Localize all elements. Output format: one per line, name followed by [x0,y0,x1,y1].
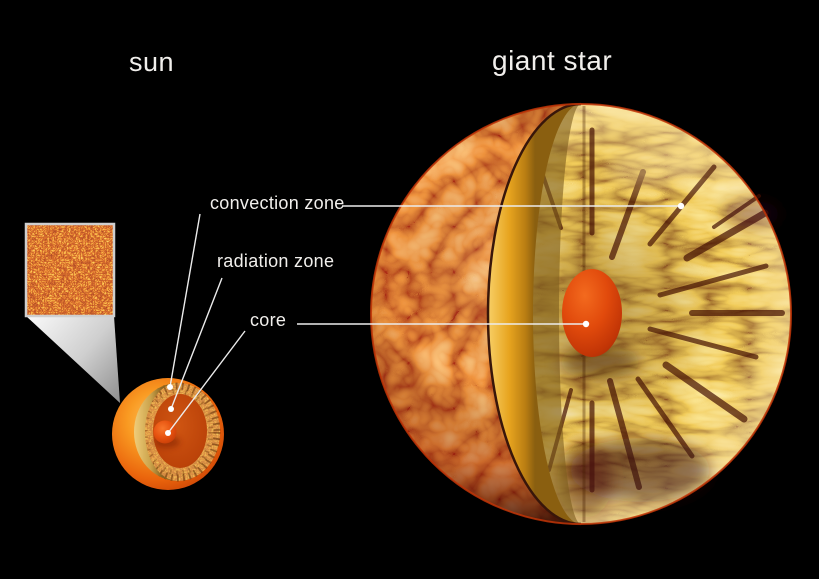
core-label: core [250,310,287,330]
radiation-zone-label: radiation zone [217,251,335,271]
leader-lines [167,205,681,434]
pointer-dot-core-giant [582,320,590,328]
giant-star-limb-line [370,103,792,525]
giant-star-core-shadow [560,345,640,379]
zoom-wedge [26,316,120,403]
giant-star-rim-inner-shadow [531,104,581,524]
convection-zone-label: convection zone [210,193,345,213]
sun-radiation-disc [153,394,207,468]
pointer-dots [165,202,685,436]
sun-cutaway [112,378,224,490]
sun-core [153,420,177,444]
inset-square-border [24,222,116,318]
core-leader-sun [167,330,246,434]
zoom-wedge-triangle [26,316,120,403]
sun-ring-radial-ticks-inner [142,388,214,476]
giant-star-rim-edge [486,102,582,526]
giant-star-rim [488,104,581,524]
giant-star-title: giant star [492,45,613,76]
giant-star-cutaway [370,102,792,526]
cut-face-dark-blotches [557,148,780,518]
giant-star-limb-shading [371,104,581,524]
pointer-dot-core-sun [165,430,171,436]
pointer-dot-convection-giant [677,202,685,210]
pointer-dot-radiation-sun [168,406,174,412]
cut-face-outer-highlight [493,104,791,524]
inset-granulation-square [24,222,116,318]
sun-shell-rim [134,383,178,481]
convection-zone-leader-sun [169,213,201,388]
granulation-texture [26,224,114,316]
giant-star-core [562,269,622,357]
pointer-dot-convection-sun [167,384,173,390]
sun-title: sun [129,47,175,77]
radiation-zone-leader-sun [170,277,223,410]
